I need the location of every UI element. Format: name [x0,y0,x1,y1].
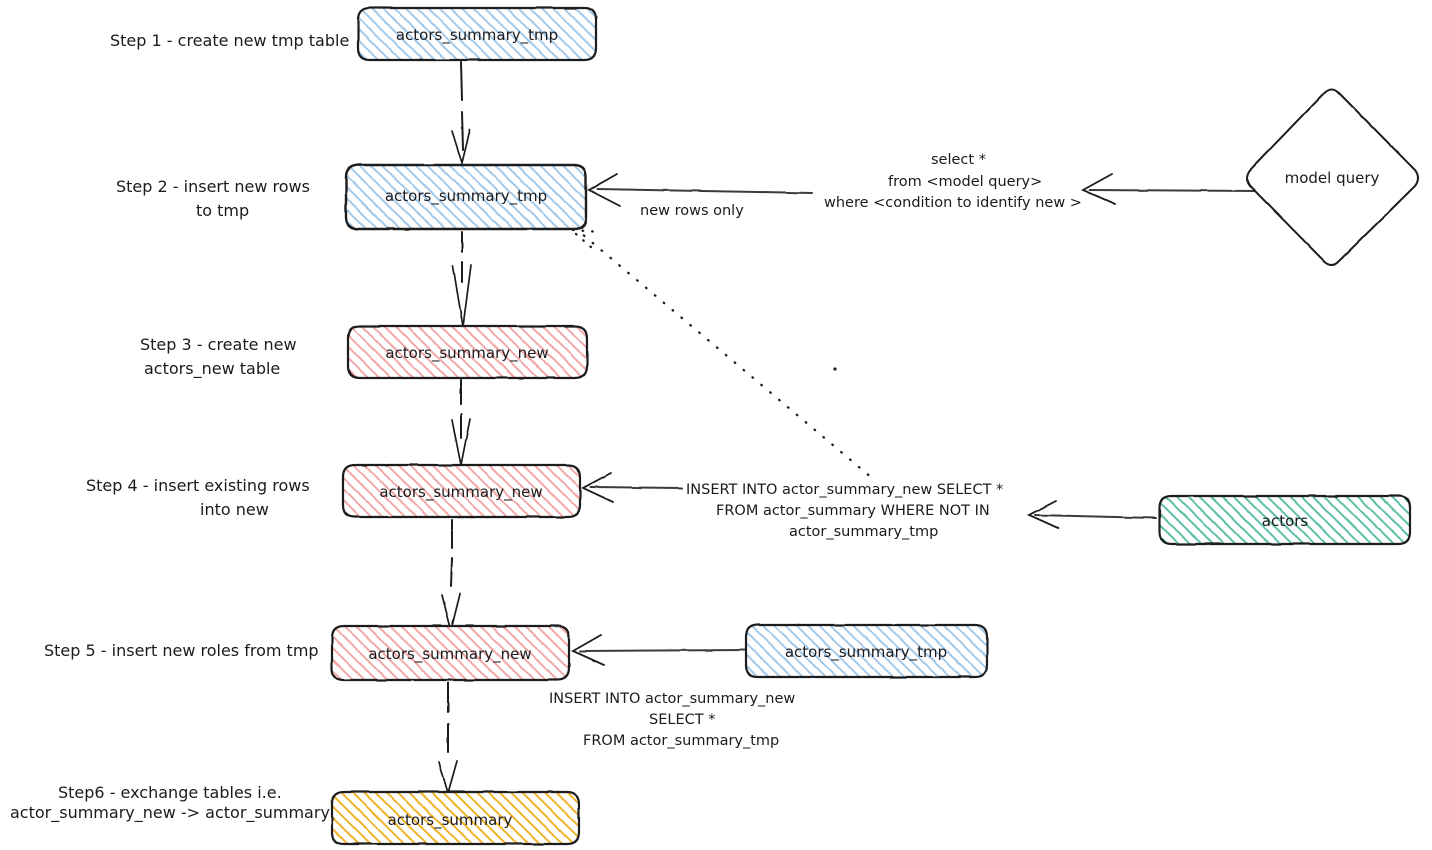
node-actors[interactable]: actors [1158,494,1412,546]
node-label-new-5: actors_summary_new [368,645,531,664]
node-label-tmp-2: actors_summary_tmp [385,187,547,206]
node-actors-summary-new-5[interactable]: actors_summary_new [330,624,571,682]
step-label-4-line-2: into new [200,500,269,519]
step-label-3-line-1: Step 3 - create new [140,335,297,354]
step-label-4-line-1: Step 4 - insert existing rows [86,476,310,495]
step-label-1: Step 1 - create new tmp table [110,31,349,50]
sql-existing-line-1: INSERT INTO actor_summary_new SELECT * [686,482,1003,498]
connector-tmpsource-to-new5 [571,634,749,666]
step-label-3-line-2: actors_new table [144,359,280,379]
edge-label-insert-new-roles-sql: INSERT INTO actor_summary_new SELECT * F… [549,691,795,749]
step-label-3: Step 3 - create new actors_new table [140,335,297,379]
node-label-new-4: actors_summary_new [379,483,542,502]
edge-label-new-rows-only-text: new rows only [640,203,744,219]
step-label-6: Step6 - exchange tables i.e. actor_summa… [10,783,330,823]
connector-sql-to-tmp2 [587,173,813,207]
step-label-2-line-2: to tmp [196,201,249,220]
step-label-6-line-1: Step6 - exchange tables i.e. [58,783,282,802]
step-label-6-line-2: actor_summary_new -> actor_summary [10,803,330,823]
sql-model-line-3: where <condition to identify new > [824,195,1082,211]
node-label-summary-6: actors_summary [388,811,513,830]
connector-new4-to-new5 [441,519,461,631]
connector-new3-to-new4 [451,379,471,466]
stray-dot [833,367,837,371]
sql-roles-line-1: INSERT INTO actor_summary_new [549,691,795,707]
step-label-5: Step 5 - insert new roles from tmp [44,641,319,660]
connector-tmp2-to-new3 [452,231,472,328]
node-actors-summary-new-3[interactable]: actors_summary_new [346,324,589,380]
connector-actors-to-sql4 [1026,500,1157,529]
node-actors-summary-new-4[interactable]: actors_summary_new [341,463,582,519]
connector-modelquery-to-tmp2 [1080,173,1259,205]
step-label-5-line-1: Step 5 - insert new roles from tmp [44,641,319,660]
node-actors-summary-tmp-2[interactable]: actors_summary_tmp [344,163,588,231]
step-label-4: Step 4 - insert existing rows into new [86,476,310,519]
step-label-2-line-1: Step 2 - insert new rows [116,177,310,196]
connector-dotted-tmp2-to-step4 [571,226,874,480]
sql-roles-line-3: FROM actor_summary_tmp [583,733,779,749]
connector-tmp1-to-tmp2 [451,61,471,167]
connector-new5-to-summary6 [438,682,458,797]
step-label-1-line-1: Step 1 - create new tmp table [110,31,349,50]
node-label-tmp-source-5: actors_summary_tmp [785,643,947,662]
step-label-2: Step 2 - insert new rows to tmp [116,177,310,220]
sql-existing-line-3: actor_summary_tmp [789,524,938,540]
node-label-actors: actors [1262,512,1309,530]
node-actors-summary-tmp-1[interactable]: actors_summary_tmp [356,6,598,62]
node-actors-summary-6[interactable]: actors_summary [330,790,581,846]
sql-roles-line-2: SELECT * [649,712,715,728]
sql-model-line-1: select * [931,152,986,168]
node-label-new-3: actors_summary_new [385,344,548,363]
connector-sql4-to-new4 [580,472,683,503]
node-model-query[interactable]: model query [1246,88,1419,266]
edge-label-insert-existing-sql: INSERT INTO actor_summary_new SELECT * F… [686,482,1003,540]
sql-model-line-2: from <model query> [888,174,1042,190]
node-actors-summary-tmp-source-5[interactable]: actors_summary_tmp [744,623,989,679]
edge-label-new-rows-only: new rows only [640,203,744,219]
edge-label-model-query-sql: select * from <model query> where <condi… [824,152,1082,211]
node-label-model-query: model query [1285,169,1380,187]
node-label-tmp-1: actors_summary_tmp [396,26,558,45]
sql-existing-line-2: FROM actor_summary WHERE NOT IN [716,503,990,519]
